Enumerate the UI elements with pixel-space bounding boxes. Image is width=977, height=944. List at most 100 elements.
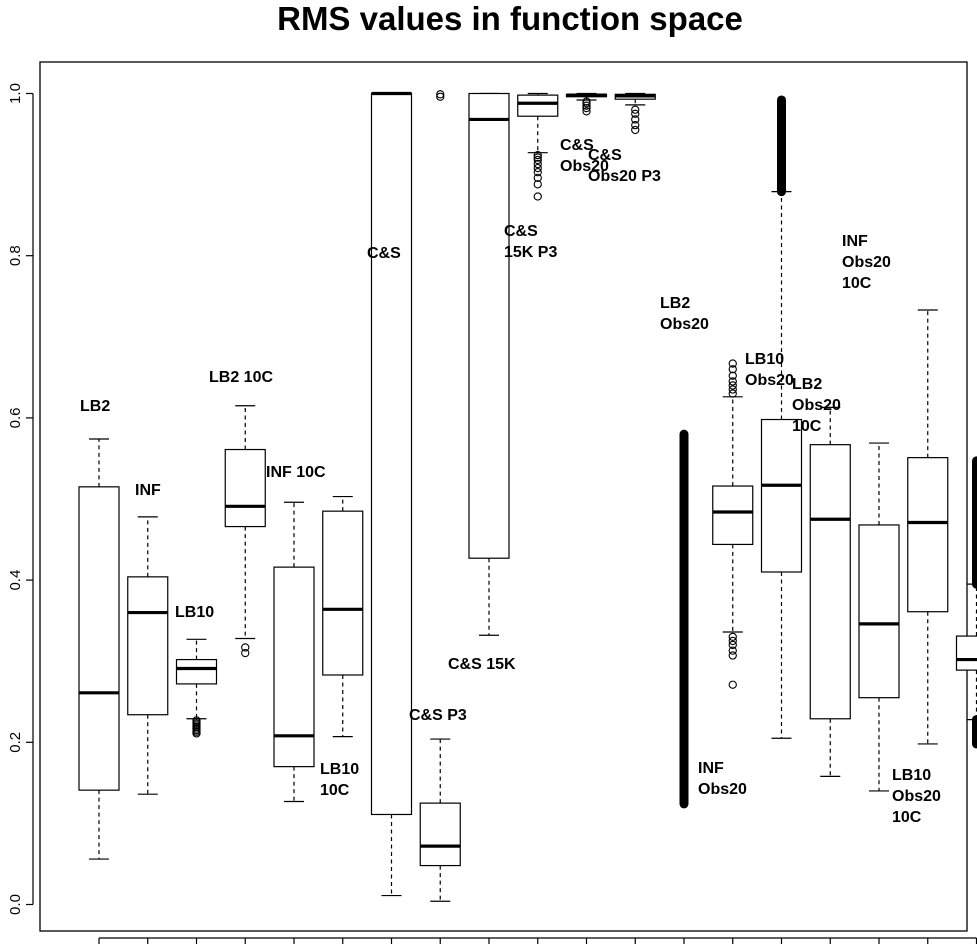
outlier-point — [728, 651, 737, 660]
y-tick-label: 0.0 — [7, 894, 24, 915]
box-label-15: INF Obs20 — [698, 760, 747, 798]
outlier-point — [533, 159, 542, 169]
outlier-point — [533, 153, 542, 162]
box-label-8: C&S P3 — [409, 707, 467, 724]
outlier-point — [631, 120, 640, 130]
outlier-point — [631, 109, 640, 118]
box-label-line: Obs20 — [560, 158, 609, 175]
box-label-line: LB10 — [320, 761, 359, 778]
box-label-line: LB10 — [175, 604, 214, 621]
box-11 — [565, 92, 608, 116]
box-label-7: C&S — [367, 245, 401, 262]
outlier-point — [728, 680, 737, 689]
box-label-line: 15K P3 — [504, 244, 557, 261]
box-label-line: C&S — [504, 223, 538, 240]
outlier-point — [728, 640, 737, 650]
box-7 — [370, 91, 413, 897]
box-18 — [907, 309, 949, 745]
box-label-12: C&S Obs20 P3 — [588, 147, 661, 185]
box-label-line: INF — [698, 760, 724, 777]
box-label-line: LB10 — [892, 767, 931, 784]
box-13 — [679, 429, 689, 809]
y-tick-label: 0.6 — [7, 407, 24, 428]
outlier-point — [436, 90, 445, 99]
outlier-point — [533, 192, 542, 201]
box-label-line: C&S — [367, 245, 401, 262]
box-label-line: Obs20 P3 — [588, 168, 661, 185]
box-label-1: LB2 — [80, 398, 110, 415]
box-label-line: INF — [842, 233, 868, 250]
outlier-point — [631, 115, 640, 124]
box-label-5: INF 10C — [266, 464, 326, 481]
box-10 — [517, 92, 559, 201]
outlier-point — [582, 101, 591, 110]
box-iqr — [955, 635, 977, 671]
box-4 — [224, 405, 266, 658]
plot-frame — [39, 61, 968, 932]
x-axis — [98, 937, 977, 944]
outlier-point — [241, 643, 250, 652]
box-iqr — [273, 566, 315, 768]
outlier-point — [728, 646, 737, 655]
box-iqr — [419, 802, 461, 867]
box-iqr — [907, 457, 949, 613]
box-label-line: 10C — [842, 275, 872, 292]
outlier-point — [192, 716, 201, 725]
box-15 — [760, 95, 803, 739]
box-iqr — [175, 658, 218, 685]
chart-title: RMS values in function space — [277, 0, 743, 37]
outlier-point — [728, 365, 737, 374]
y-tick-label: 0.2 — [7, 732, 24, 753]
outlier-point — [533, 168, 542, 177]
box-label-18: INF Obs20 10C — [842, 233, 891, 292]
box-label-line: C&S — [588, 147, 622, 164]
outlier-point — [582, 107, 591, 116]
y-tick-label: 0.8 — [7, 245, 24, 266]
box-17 — [858, 442, 900, 792]
box-label-6: LB10 10C — [320, 761, 359, 799]
y-tick-label: 0.4 — [7, 570, 24, 591]
box-label-line: C&S P3 — [409, 707, 467, 724]
box-iqr — [712, 485, 754, 546]
box-label-11: C&S Obs20 — [560, 137, 609, 175]
outlier-point — [728, 389, 737, 398]
outlier-point — [533, 150, 542, 160]
box-6 — [322, 495, 364, 738]
box-label-line: Obs20 — [745, 372, 794, 389]
outlier-point — [728, 632, 737, 642]
outlier-point — [631, 125, 640, 135]
outlier-point — [241, 648, 250, 658]
box-label-9: C&S 15K — [448, 656, 516, 673]
box-label-10: C&S 15K P3 — [504, 223, 557, 261]
box-iqr — [224, 448, 266, 528]
box-iqr — [370, 92, 413, 816]
box-iqr — [78, 486, 120, 791]
box-label-line: C&S — [560, 137, 594, 154]
box-16 — [809, 406, 851, 777]
box-1 — [78, 438, 120, 860]
box-label-line: 10C — [792, 418, 822, 435]
box-3 — [175, 638, 218, 738]
box-iqr — [809, 444, 851, 720]
outlier-point — [436, 92, 445, 101]
box-label-line: 10C — [320, 782, 350, 799]
box-label-line: Obs20 — [842, 254, 891, 271]
box-iqr — [517, 94, 559, 117]
outlier-point — [728, 371, 737, 380]
outlier-point — [728, 381, 737, 390]
box-iqr — [127, 576, 169, 716]
outlier-point — [631, 105, 640, 114]
box-label-line: LB2 — [80, 398, 110, 415]
outlier-point — [533, 180, 542, 189]
boxes-group — [78, 90, 977, 902]
box-label-line: Obs20 — [660, 316, 709, 333]
box-label-4: LB2 10C — [209, 369, 273, 386]
box-label-line: 10C — [892, 809, 922, 826]
outlier-point — [533, 163, 542, 173]
outlier-point — [582, 103, 591, 113]
box-label-line: Obs20 — [698, 781, 747, 798]
